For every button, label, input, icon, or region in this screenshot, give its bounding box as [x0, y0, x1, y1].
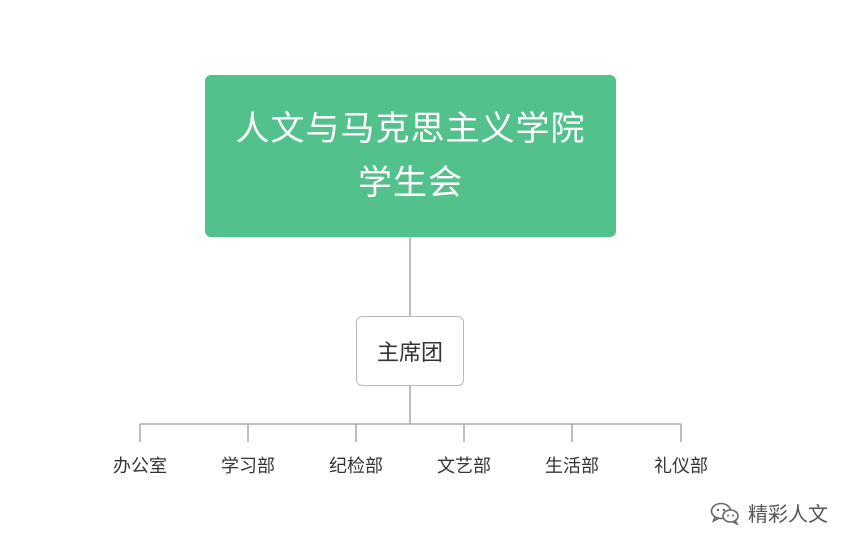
department-arts: 文艺部: [437, 456, 491, 477]
department-discipline: 纪检部: [329, 456, 383, 477]
presidium-label: 主席团: [376, 341, 443, 366]
department-study: 学习部: [221, 456, 275, 477]
root-title-line2: 学生会: [358, 163, 463, 203]
root-title-line1: 人文与马克思主义学院: [235, 109, 586, 149]
root-node: 人文与马克思主义学院 学生会: [205, 75, 616, 237]
department-office: 办公室: [113, 456, 167, 477]
watermark: 精彩人文: [710, 498, 828, 527]
wechat-icon: [710, 501, 740, 525]
department-etiquette: 礼仪部: [654, 456, 708, 477]
presidium-node: 主席团: [356, 316, 464, 386]
watermark-text: 精彩人文: [748, 502, 828, 526]
department-life: 生活部: [545, 456, 599, 477]
